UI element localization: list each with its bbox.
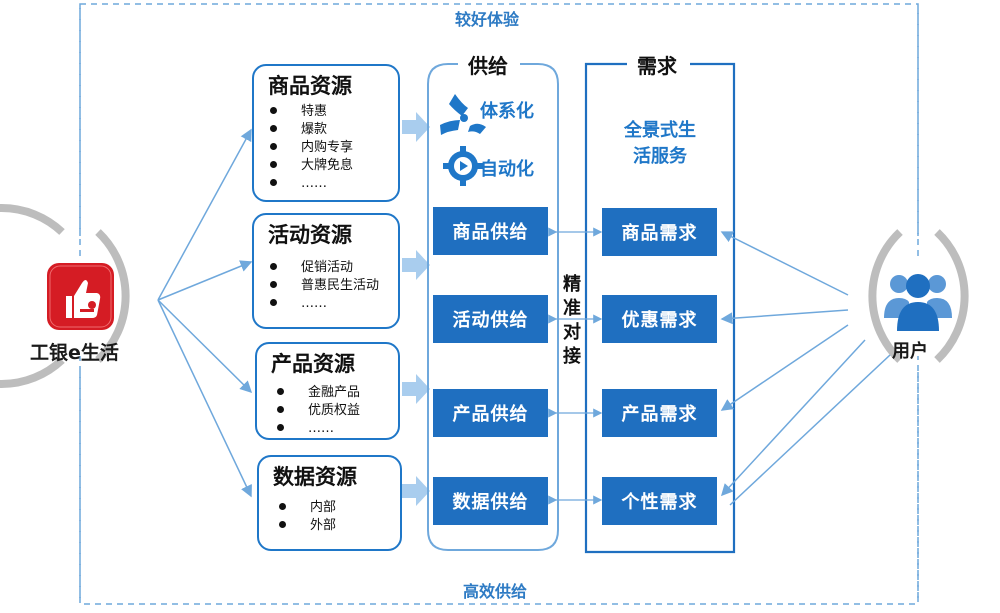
bullet-icon	[277, 406, 284, 413]
list-item: ……	[277, 420, 360, 438]
brand-logo-icon	[47, 263, 114, 330]
block-arrow-goods	[402, 112, 430, 142]
scenario-line: 全景式生	[624, 120, 696, 141]
demand-box-discount: 优惠需求	[602, 295, 717, 343]
top-frame-label: 较好体验	[455, 10, 520, 29]
supply-column-border	[427, 63, 559, 551]
demand-column-border	[584, 62, 736, 554]
resource-title: 商品资源	[268, 74, 352, 98]
list-item: 内部	[279, 499, 336, 517]
list-item: 特惠	[270, 103, 353, 121]
link-brand-activity	[157, 260, 253, 301]
users-group-icon	[884, 274, 952, 331]
feature-systematic: 体系化	[474, 97, 534, 123]
supply-box-activity: 活动供给	[433, 295, 548, 343]
link-brand-goods	[157, 128, 252, 301]
user-ring-right	[934, 229, 969, 363]
resource-box-data: 数据资源 内部 外部	[257, 455, 402, 551]
gear-play-icon	[443, 146, 483, 186]
resource-list: 促销活动 普惠民生活动 ……	[270, 259, 379, 313]
bullet-icon	[270, 281, 277, 288]
feature-automated: 自动化	[474, 155, 534, 181]
bullet-icon	[270, 125, 277, 132]
supply-box-product: 产品供给	[433, 389, 548, 437]
link-user-discount	[720, 309, 849, 325]
supply-box-data: 数据供给	[433, 477, 548, 525]
bullet-icon	[270, 263, 277, 270]
link-brand-product	[157, 299, 253, 394]
demand-box-goods: 商品需求	[602, 208, 717, 256]
block-arrow-product	[402, 374, 430, 404]
user-ring-left	[868, 229, 903, 363]
bullet-icon	[279, 521, 286, 528]
link-brand-data	[157, 299, 252, 498]
resource-list: 金融产品 优质权益 ……	[277, 384, 360, 438]
list-item: 优质权益	[277, 402, 360, 420]
list-item: 大牌免息	[270, 157, 353, 175]
list-item: 促销活动	[270, 259, 379, 277]
list-item: 外部	[279, 517, 336, 535]
resource-list: 特惠 爆款 内购专享 大牌免息 ……	[270, 103, 353, 193]
resource-title: 产品资源	[271, 352, 355, 376]
link-user-personal	[720, 339, 866, 497]
list-item: 爆款	[270, 121, 353, 139]
feature-label: 体系化	[480, 101, 534, 122]
supply-box-goods: 商品供给	[433, 207, 548, 255]
bullet-icon	[270, 161, 277, 168]
bullet-icon	[277, 388, 284, 395]
bottom-frame-label: 高效供给	[463, 582, 528, 601]
supply-title: 供给	[458, 50, 518, 79]
brand-ring	[0, 204, 65, 388]
bullet-icon	[270, 107, 277, 114]
match-char: 对	[563, 322, 581, 343]
resource-box-product: 产品资源 金融产品 优质权益 ……	[255, 342, 400, 440]
bullet-icon	[279, 503, 286, 510]
resource-box-goods: 商品资源 特惠 爆款 内购专享 大牌免息 ……	[252, 64, 400, 202]
resource-title: 数据资源	[273, 465, 357, 489]
demand-box-product: 产品需求	[602, 389, 717, 437]
network-icon	[440, 94, 486, 135]
match-char: 准	[563, 298, 581, 319]
bullet-icon	[270, 179, 277, 186]
scenario-line: 活服务	[633, 146, 687, 167]
link-user-goods	[720, 231, 849, 296]
match-char: 接	[563, 346, 581, 367]
bullet-icon	[270, 299, 277, 306]
feature-label: 自动化	[480, 159, 534, 180]
resource-list: 内部 外部	[279, 499, 336, 535]
list-item: 内购专享	[270, 139, 353, 157]
user-label: 用户	[892, 341, 928, 362]
brand-ring-right	[95, 229, 130, 363]
link-user-product	[720, 324, 849, 411]
brand-name: 工银e生活	[30, 342, 119, 364]
demand-title: 需求	[627, 50, 687, 79]
demand-scenario: 全景式生 活服务	[605, 118, 715, 170]
link-user-personal-2	[729, 354, 891, 506]
resource-title: 活动资源	[268, 223, 352, 247]
match-char: 精	[563, 274, 581, 295]
list-item: ……	[270, 295, 379, 313]
block-arrow-activity	[402, 250, 430, 280]
demand-box-personal: 个性需求	[602, 477, 717, 525]
list-item: ……	[270, 175, 353, 193]
bullet-icon	[277, 424, 284, 431]
list-item: 金融产品	[277, 384, 360, 402]
resource-box-activity: 活动资源 促销活动 普惠民生活动 ……	[252, 213, 400, 329]
bullet-icon	[270, 143, 277, 150]
block-arrow-data	[402, 476, 430, 506]
list-item: 普惠民生活动	[270, 277, 379, 295]
